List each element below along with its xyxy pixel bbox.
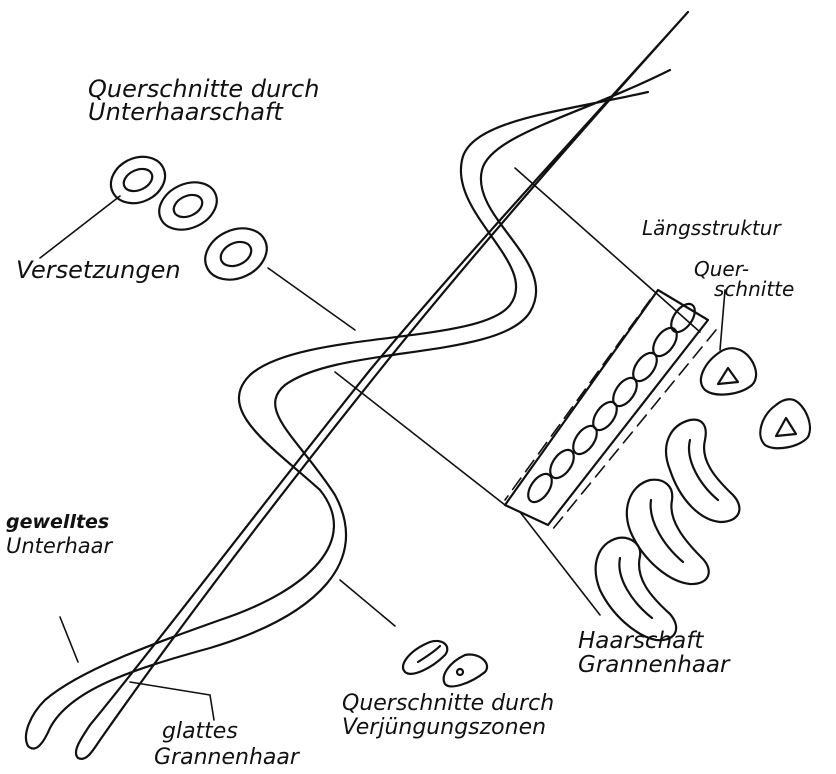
label-grannenhaar-right: Grannenhaar — [578, 652, 731, 678]
label-haarschaft: Haarschaft — [578, 628, 704, 654]
label-querschnitte-2: schnitte — [714, 277, 794, 301]
label-versetzungen: Versetzungen — [16, 256, 181, 284]
taper-zone-cross-sections — [403, 641, 487, 686]
label-querschnitte-unterhaar-2: Unterhaarschaft — [88, 98, 284, 126]
structure-ovals — [523, 300, 699, 507]
label-unterhaar: Unterhaar — [6, 534, 114, 558]
guard-hair-cross-sections — [596, 348, 810, 640]
longitudinal-structure — [505, 290, 716, 530]
label-querschnitte-verj-2: Verjüngungszonen — [342, 715, 546, 740]
underhair-section-3 — [197, 219, 275, 290]
underhair-section-2 — [152, 173, 225, 238]
label-laengsstruktur: Längsstruktur — [642, 216, 782, 240]
label-glattes: glattes — [162, 719, 238, 744]
label-gewelltes: gewelltes — [6, 511, 109, 533]
label-querschnitte-verj-1: Querschnitte durch — [342, 691, 554, 716]
label-grannenhaar-bottom: Grannenhaar — [154, 745, 301, 770]
